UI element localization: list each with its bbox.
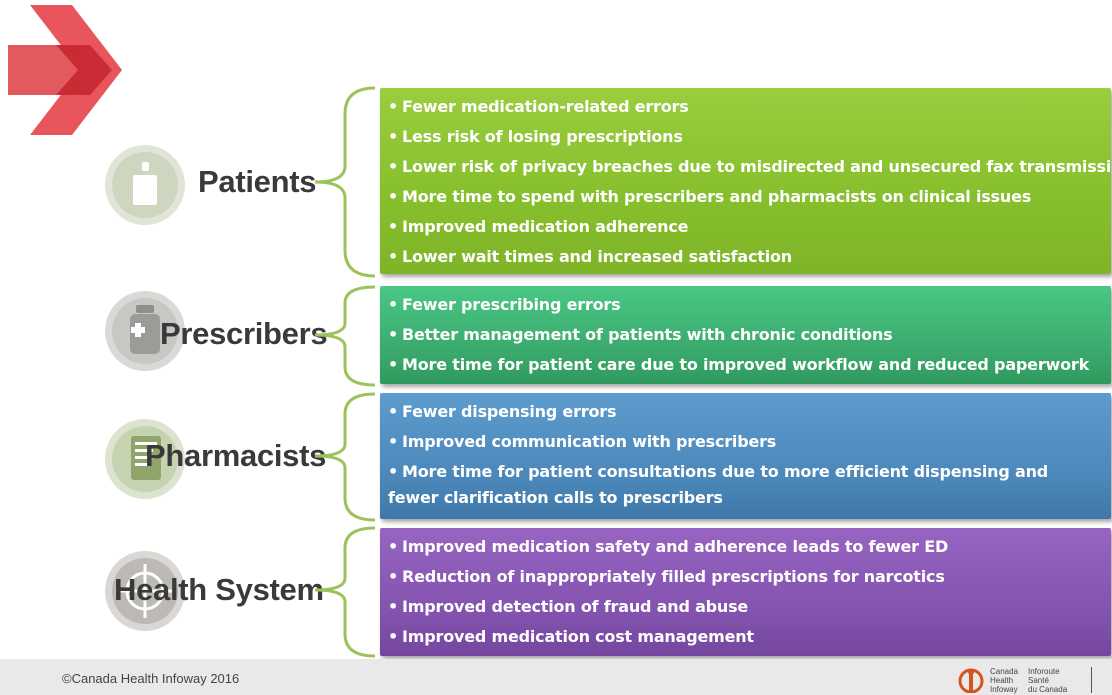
brace-health-system bbox=[314, 526, 376, 658]
section-label-pharmacists: Pharmacists bbox=[145, 438, 327, 473]
list-item: •Lower wait times and increased satisfac… bbox=[388, 247, 792, 266]
infoway-logo: Canada Health Infoway Inforoute Santé du… bbox=[958, 665, 1112, 695]
list-item: •Better management of patients with chro… bbox=[388, 325, 893, 344]
benefits-panel-patients: •Fewer medication-related errors •Less r… bbox=[380, 88, 1112, 274]
footer: ©Canada Health Infoway 2016 Canada Healt… bbox=[0, 659, 1112, 695]
infoway-logo-icon bbox=[958, 668, 984, 693]
person-icon bbox=[104, 144, 186, 226]
logo-text-english: Canada Health Infoway bbox=[990, 667, 1019, 694]
red-arrow-icon bbox=[8, 5, 122, 135]
section-label-health-system: Health System bbox=[114, 572, 324, 607]
brace-pharmacists bbox=[314, 392, 376, 522]
list-item: •Less risk of losing prescriptions bbox=[388, 127, 683, 146]
list-item: •Improved medication adherence bbox=[388, 217, 689, 236]
list-item: •Fewer dispensing errors bbox=[388, 402, 617, 421]
list-item: •Fewer medication-related errors bbox=[388, 97, 689, 116]
brace-prescribers bbox=[314, 285, 376, 387]
brace-patients bbox=[314, 86, 376, 278]
crosshair-target-icon bbox=[104, 550, 186, 632]
benefits-panel-health-system: •Improved medication safety and adherenc… bbox=[380, 528, 1111, 656]
benefits-panel-pharmacists: •Fewer dispensing errors •Improved commu… bbox=[380, 393, 1111, 519]
prescription-pad-icon bbox=[104, 418, 186, 500]
list-item: •More time to spend with prescribers and… bbox=[388, 187, 1032, 206]
list-item: •Improved detection of fraud and abuse bbox=[388, 597, 749, 616]
benefits-panel-prescribers: •Fewer prescribing errors •Better manage… bbox=[380, 286, 1111, 384]
section-label-prescribers: Prescribers bbox=[160, 316, 328, 351]
list-item: •Improved communication with prescribers bbox=[388, 432, 777, 451]
logo-divider bbox=[1091, 667, 1092, 693]
section-label-patients: Patients bbox=[198, 164, 317, 199]
copyright-text: ©Canada Health Infoway 2016 bbox=[62, 671, 240, 686]
list-item: •More time for patient consultations due… bbox=[388, 462, 1049, 507]
logo-text-french: Inforoute Santé du Canada bbox=[1028, 667, 1068, 694]
list-item: •Improved medication safety and adherenc… bbox=[388, 537, 949, 556]
list-item: •More time for patient care due to impro… bbox=[388, 355, 1090, 374]
list-item: •Lower risk of privacy breaches due to m… bbox=[388, 157, 1112, 176]
list-item: •Improved medication cost management bbox=[388, 627, 754, 646]
list-item: •Reduction of inappropriately filled pre… bbox=[388, 567, 945, 586]
medicine-bottle-icon bbox=[104, 290, 186, 372]
list-item: •Fewer prescribing errors bbox=[388, 295, 621, 314]
